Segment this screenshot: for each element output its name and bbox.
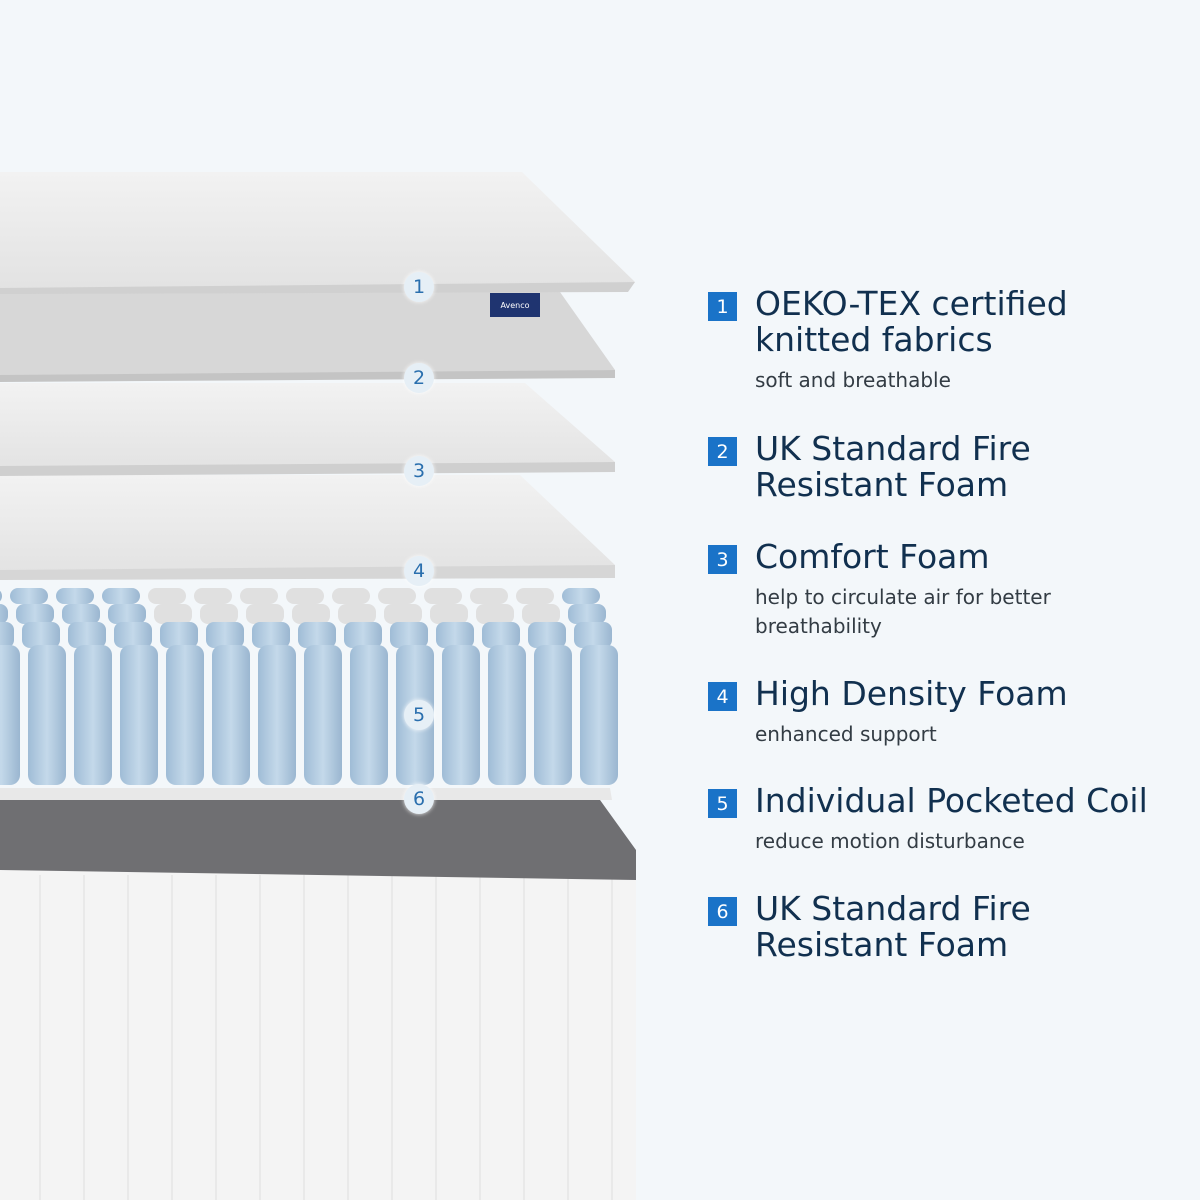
coil [68, 622, 106, 648]
coil [194, 588, 232, 604]
coil [522, 604, 560, 624]
coil [332, 588, 370, 604]
coil [120, 645, 158, 785]
coil [488, 645, 526, 785]
layer-badge-4: 4 [404, 556, 434, 586]
feature-title: UK Standard Fire Resistant Foam [755, 429, 1031, 504]
coil [442, 645, 480, 785]
coil [482, 622, 520, 648]
feature-subtitle: enhanced support [755, 722, 937, 746]
layer-4-high-density-foam [0, 475, 615, 578]
feature-number: 2 [708, 437, 737, 466]
coil [574, 622, 612, 648]
feature-2: 2 UK Standard Fire Resistant Foam [708, 431, 1168, 503]
feature-3: 3 Comfort Foam help to circulate air for… [708, 539, 1168, 641]
layer-3-edge [0, 462, 615, 476]
coil [580, 645, 618, 785]
coil [378, 588, 416, 604]
layer-6-foam [0, 788, 612, 800]
feature-title: OEKO-TEX certified knitted fabrics [755, 284, 1068, 359]
feature-5: 5 Individual Pocketed Coil reduce motion… [708, 783, 1168, 856]
coil [424, 588, 462, 604]
layer-2-edge [0, 370, 615, 382]
feature-1: 1 OEKO-TEX certified knitted fabrics sof… [708, 286, 1168, 395]
coil [430, 604, 468, 624]
coil [28, 645, 66, 785]
coil [534, 645, 572, 785]
coil [102, 588, 140, 604]
coil [252, 622, 290, 648]
feature-4: 4 High Density Foam enhanced support [708, 676, 1168, 749]
coil [470, 588, 508, 604]
layer-1-edge [0, 282, 635, 294]
coil [200, 604, 238, 624]
feature-subtitle: soft and breathable [755, 368, 951, 392]
feature-title: UK Standard Fire Resistant Foam [755, 889, 1031, 964]
coil [258, 645, 296, 785]
coil [160, 622, 198, 648]
coil [562, 588, 600, 604]
coil [108, 604, 146, 624]
coil [286, 588, 324, 604]
coil [0, 590, 2, 602]
layer-1-knitted-fabric [0, 172, 635, 292]
feature-title: High Density Foam [755, 674, 1068, 713]
coil [0, 604, 8, 624]
feature-title: Comfort Foam [755, 537, 990, 576]
layer-badge-2: 2 [404, 363, 434, 393]
coil [338, 604, 376, 624]
coil [22, 622, 60, 648]
coil [528, 622, 566, 648]
coil [148, 588, 186, 604]
quilt-lines [39, 875, 613, 1200]
feature-number: 3 [708, 545, 737, 574]
layer-3-comfort-foam [0, 383, 615, 475]
coil [114, 622, 152, 648]
feature-number: 5 [708, 789, 737, 818]
feature-number: 4 [708, 682, 737, 711]
coil [476, 604, 514, 624]
layer-badge-3: 3 [404, 456, 434, 486]
layer-badge-5: 5 [404, 700, 434, 730]
feature-number: 6 [708, 897, 737, 926]
coil [384, 604, 422, 624]
coil [10, 588, 48, 604]
layer-badge-6: 6 [404, 784, 434, 814]
feature-subtitle: reduce motion disturbance [755, 829, 1025, 853]
coil [246, 604, 284, 624]
coil [154, 604, 192, 624]
coil [0, 645, 20, 785]
pocketed-coils [0, 588, 618, 785]
coil [344, 622, 382, 648]
coil [74, 645, 112, 785]
layer-2-fire-foam [0, 292, 615, 381]
feature-number: 1 [708, 292, 737, 321]
coil [298, 622, 336, 648]
coil [206, 622, 244, 648]
feature-6: 6 UK Standard Fire Resistant Foam [708, 891, 1168, 963]
coil [56, 588, 94, 604]
coil [516, 588, 554, 604]
brand-label: Avenco [490, 293, 540, 317]
coil [0, 622, 14, 648]
coil [240, 588, 278, 604]
coil [212, 645, 250, 785]
layer-badge-1: 1 [404, 272, 434, 302]
base-foam-cover [0, 870, 636, 1200]
coil [62, 604, 100, 624]
coil [390, 622, 428, 648]
feature-subtitle: help to circulate air for better breatha… [755, 585, 1051, 638]
base-top-gray [0, 800, 636, 880]
coil [16, 604, 54, 624]
layer-4-edge [0, 565, 615, 580]
coil [304, 645, 342, 785]
coil [436, 622, 474, 648]
coil [166, 645, 204, 785]
coil [568, 604, 606, 624]
coil [350, 645, 388, 785]
coil [292, 604, 330, 624]
feature-title: Individual Pocketed Coil [755, 781, 1148, 820]
